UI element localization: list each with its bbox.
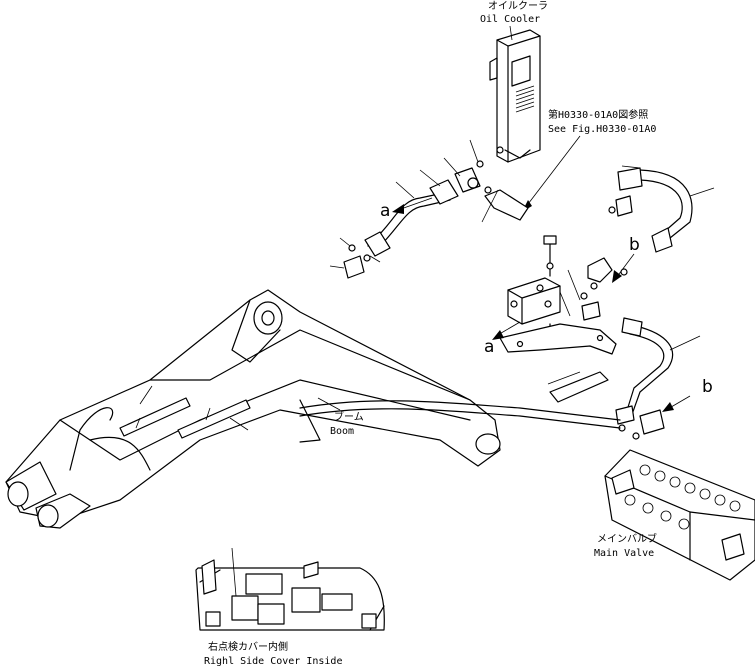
svg-text:メインバルブ: メインバルブ bbox=[597, 532, 657, 545]
side-cover bbox=[195, 547, 385, 631]
svg-text:右点検カバー内側: 右点検カバー内側 bbox=[208, 640, 288, 653]
svg-text:第H0330-01A0図参照: 第H0330-01A0図参照 bbox=[548, 108, 648, 121]
oil-cooler-label: オイルクーラ Oil Cooler bbox=[480, 0, 548, 41]
svg-text:Main Valve: Main Valve bbox=[594, 548, 654, 559]
return-hose bbox=[547, 317, 701, 440]
callout-b-upper: b bbox=[612, 235, 640, 283]
svg-text:See Fig.H0330-01A0: See Fig.H0330-01A0 bbox=[548, 124, 656, 135]
callout-a-upper: a bbox=[380, 197, 433, 221]
upper-right-hose bbox=[608, 165, 715, 253]
boom bbox=[5, 289, 501, 529]
svg-text:a: a bbox=[380, 201, 390, 221]
svg-text:ブーム: ブーム bbox=[334, 410, 364, 423]
svg-text:オイルクーラ: オイルクーラ bbox=[488, 0, 548, 12]
side-cover-label: 右点検カバー内側 Righl Side Cover Inside bbox=[204, 640, 342, 667]
distribution-block bbox=[507, 235, 561, 344]
svg-text:Oil Cooler: Oil Cooler bbox=[480, 14, 540, 25]
callout-a-lower: a bbox=[484, 321, 521, 357]
oil-cooler bbox=[489, 29, 541, 163]
svg-text:b: b bbox=[702, 377, 713, 397]
main-valve bbox=[604, 449, 755, 581]
svg-text:Boom: Boom bbox=[330, 426, 354, 437]
callout-b-lower: b bbox=[662, 377, 713, 412]
svg-text:b: b bbox=[629, 235, 640, 255]
cooler-hose bbox=[329, 139, 529, 279]
boom-label: ブーム Boom bbox=[317, 397, 364, 437]
boom-hoses bbox=[119, 385, 621, 439]
svg-text:a: a bbox=[484, 337, 494, 357]
svg-text:Righl Side Cover Inside: Righl Side Cover Inside bbox=[204, 656, 342, 667]
main-valve-label: メインバルブ Main Valve bbox=[594, 532, 657, 559]
mounting-bracket bbox=[499, 323, 617, 355]
block-fittings bbox=[559, 257, 628, 321]
see-fig-reference: 第H0330-01A0図参照 See Fig.H0330-01A0 bbox=[522, 108, 656, 212]
